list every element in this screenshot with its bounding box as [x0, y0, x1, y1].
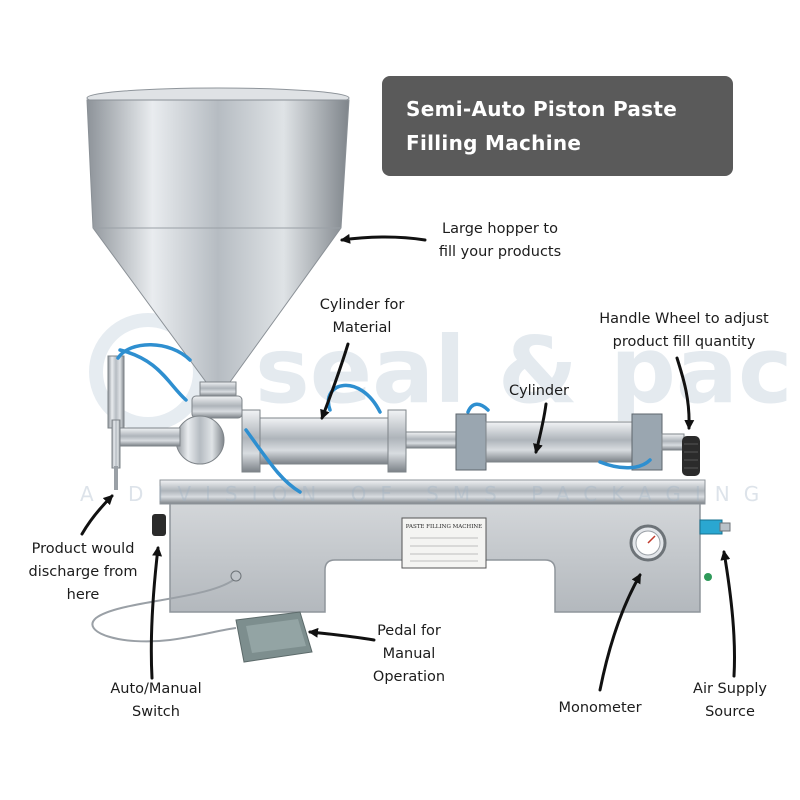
- switch-knob-icon: [152, 514, 166, 536]
- cylinder-material-label: Cylinder for Material: [319, 297, 405, 336]
- discharge-label: Product would discharge from here: [28, 541, 138, 603]
- pedal-arrow-icon: [308, 627, 376, 642]
- handle-wheel-arrow-icon: [675, 356, 695, 430]
- nameplate-heading: PASTE FILLING MACHINE: [406, 524, 482, 530]
- hopper-label: Large hopper to fill your products: [438, 221, 562, 260]
- cylinder-material-arrow-icon: [320, 342, 350, 420]
- title-banner: Semi-Auto Piston Paste Filling Machine: [382, 76, 733, 176]
- discharge-arrow-icon: [80, 494, 114, 536]
- nameplate: PASTE FILLING MACHINE: [401, 517, 487, 569]
- foot-pedal: [91, 570, 313, 663]
- hopper: [86, 87, 350, 397]
- annotation-arrows: [80, 233, 737, 692]
- valve-assembly: [107, 355, 243, 490]
- handle-wheel-icon: [682, 436, 700, 476]
- air-cylinder: [455, 413, 685, 471]
- pressure-gauge-icon: [629, 524, 667, 562]
- air-inlet-fitting-icon: [699, 519, 731, 581]
- watermark-tagline: A DIVISION OF SMS PACKAGING: [80, 482, 774, 506]
- air-supply-arrow-icon: [720, 550, 737, 678]
- switch-arrow-icon: [149, 546, 163, 680]
- pedal-label: Pedal for Manual Operation: [372, 623, 446, 685]
- material-cylinder: [241, 409, 457, 473]
- monometer-label: Monometer: [558, 700, 642, 716]
- title-line-2: Filling Machine: [406, 131, 582, 155]
- handle-wheel-label: Handle Wheel to adjust product fill quan…: [599, 311, 769, 350]
- air-supply-label: Air Supply Source: [693, 681, 767, 720]
- title-line-1: Semi-Auto Piston Paste: [406, 97, 678, 121]
- hopper-arrow-icon: [340, 233, 427, 244]
- switch-label: Auto/Manual Switch: [110, 681, 202, 720]
- watermark-brand: seal & pac: [255, 317, 793, 424]
- monometer-arrow-icon: [598, 573, 642, 692]
- cylinder-arrow-icon: [533, 402, 548, 454]
- cylinder-label: Cylinder: [508, 383, 570, 399]
